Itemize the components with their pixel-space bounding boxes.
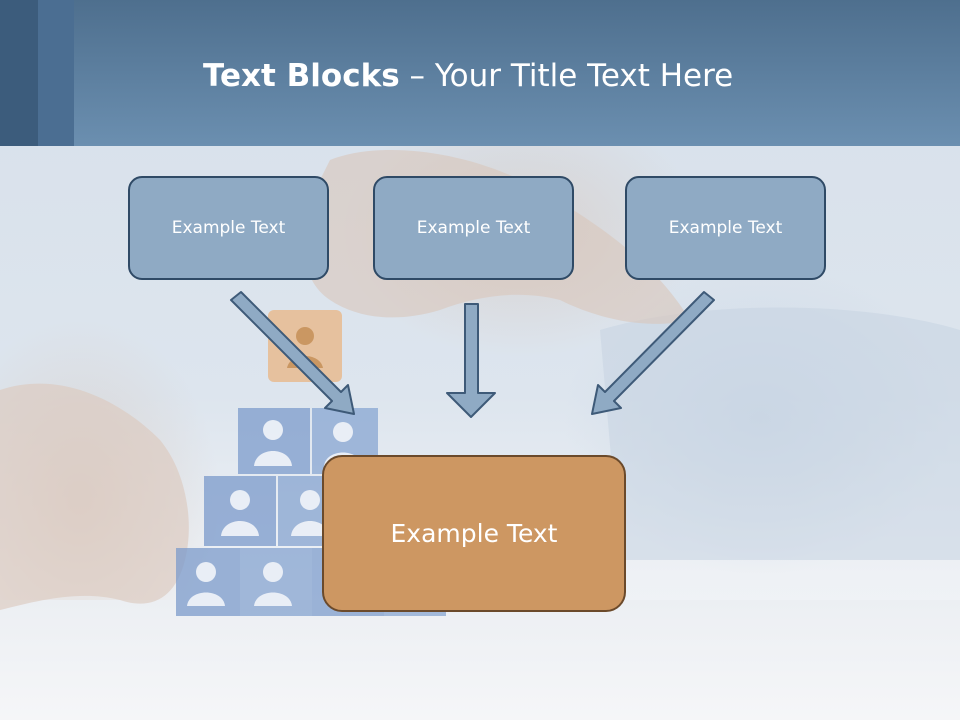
header-accent-strip (0, 0, 38, 146)
text-block-label: Example Text (668, 218, 783, 238)
cube-orange (268, 310, 342, 382)
slide-title[interactable]: Text Blocks – Your Title Text Here (203, 54, 733, 98)
arrow-down-right[interactable] (230, 291, 355, 415)
target-text-block[interactable]: Example Text (322, 455, 626, 612)
header-accent-strip (38, 0, 74, 146)
title-bar: Text Blocks – Your Title Text Here (0, 0, 960, 146)
text-block-label: Example Text (171, 218, 286, 238)
slide-title-rest: – Your Title Text Here (399, 58, 734, 94)
text-block-label: Example Text (416, 218, 531, 238)
text-block-center[interactable]: Example Text (373, 176, 574, 280)
slide-title-bold: Text Blocks (203, 58, 400, 94)
background-table (0, 600, 960, 720)
hand-shape (0, 383, 189, 610)
arrow-down[interactable] (446, 303, 496, 418)
target-block-label: Example Text (390, 519, 558, 548)
text-block-left[interactable]: Example Text (128, 176, 329, 280)
arrow-down-left[interactable] (591, 291, 715, 415)
text-block-right[interactable]: Example Text (625, 176, 826, 280)
